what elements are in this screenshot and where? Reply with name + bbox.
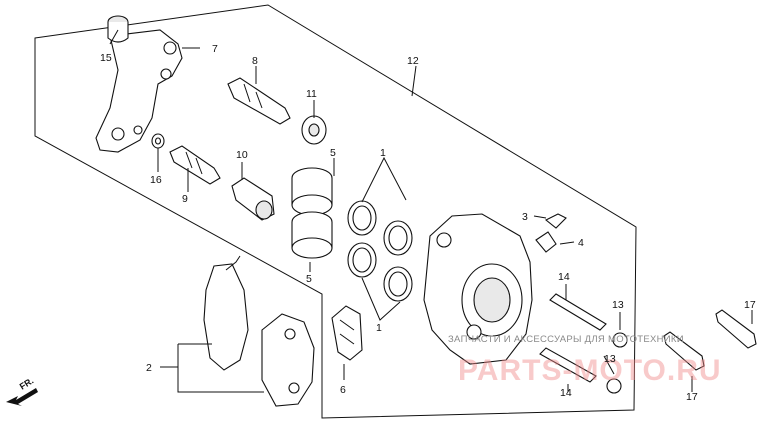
- callout-11: 11: [306, 88, 317, 100]
- callout-6: 6: [340, 384, 346, 396]
- callout-17-upper: 17: [744, 299, 756, 311]
- pin-plug-upper: [612, 332, 628, 348]
- mount-bolt-lower: [663, 331, 705, 371]
- pin-bolt-upper: [227, 77, 291, 125]
- bleeder-valve: [535, 213, 567, 253]
- callout-16: 16: [150, 174, 162, 186]
- callout-4: 4: [578, 237, 584, 249]
- pad-pin-lower: [539, 347, 597, 383]
- callout-7: 7: [212, 43, 218, 55]
- callout-17-lower: 17: [686, 391, 698, 403]
- piston-lower: [291, 211, 333, 259]
- callout-14-lower: 14: [560, 387, 572, 399]
- leader-lines: [109, 29, 753, 393]
- piston-upper: [291, 167, 333, 216]
- brake-pad-inner: [203, 255, 249, 371]
- brake-pad-outer: [261, 313, 315, 407]
- front-direction-indicator: FR.: [6, 376, 38, 406]
- caliper-bracket: [95, 29, 183, 153]
- mount-bolt-upper: [715, 309, 757, 349]
- pin-boot-upper: [301, 115, 327, 145]
- callout-3: 3: [522, 211, 528, 223]
- callout-9: 9: [182, 193, 188, 205]
- callout-5-upper: 5: [330, 147, 336, 159]
- callout-labels: 15 7 8 12 11 10 5 1 16 9 3 4 5 14 13 17 …: [100, 43, 756, 403]
- callout-10: 10: [236, 149, 248, 161]
- caliper-body: [423, 213, 533, 365]
- watermark: ЗАПЧАСТИ И АКСЕССУАРЫ ДЛЯ МОТОТЕХНИКИ PA…: [448, 334, 722, 387]
- watermark-tagline: ЗАПЧАСТИ И АКСЕССУАРЫ ДЛЯ МОТОТЕХНИКИ: [448, 334, 684, 345]
- callout-15: 15: [100, 52, 112, 64]
- pad-pin-upper: [549, 293, 607, 331]
- watermark-brand: PARTS-MOTO.RU: [458, 354, 722, 387]
- pad-spring: [331, 305, 363, 361]
- callout-5-lower: 5: [306, 273, 312, 285]
- pin-bolt-lower: [169, 145, 221, 185]
- callout-1-upper: 1: [380, 147, 386, 159]
- piston-seals: [347, 200, 413, 302]
- assembly-frame: [34, 4, 637, 419]
- callout-12: 12: [407, 55, 419, 67]
- bracket-collar: [107, 15, 129, 43]
- callout-2: 2: [146, 362, 152, 374]
- callout-14-upper: 14: [558, 271, 570, 283]
- pin-boot-lower: [231, 177, 275, 221]
- pin-plug-lower: [606, 378, 622, 394]
- callout-1-lower: 1: [376, 322, 382, 334]
- front-arrow-icon: [6, 388, 38, 406]
- front-direction-label: FR.: [18, 376, 36, 392]
- callout-8: 8: [252, 55, 258, 67]
- callout-13-lower: 13: [604, 353, 616, 365]
- callout-13-upper: 13: [612, 299, 624, 311]
- washer: [151, 133, 165, 149]
